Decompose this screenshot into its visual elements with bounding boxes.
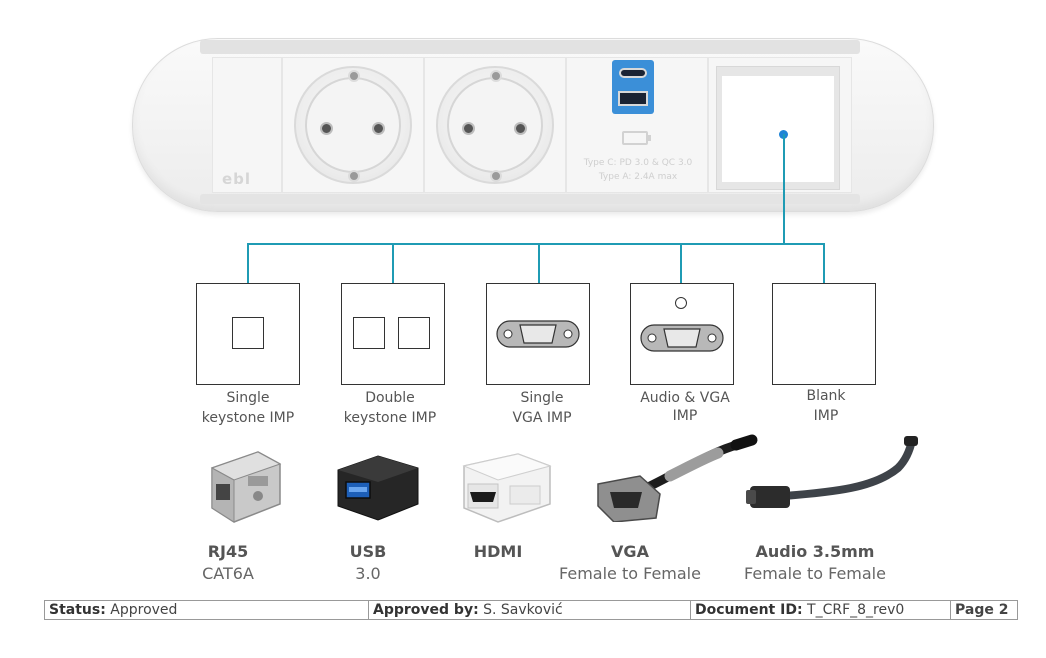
- strip-top-rail: [200, 40, 860, 54]
- footer-approved: Approved by: S. Savković: [369, 601, 691, 619]
- insert-label-2-line-2: keystone IMP: [343, 410, 437, 426]
- usb-spec-line-1: Type C: PD 3.0 & QC 3.0: [583, 158, 693, 168]
- strip-bottom-rail: [200, 194, 860, 204]
- insert-label-3-line-2: VGA IMP: [512, 410, 572, 426]
- audio-jack-hole-icon: [675, 297, 687, 309]
- product-sub-rj45: CAT6A: [202, 564, 254, 583]
- usb-a-port: [618, 91, 648, 106]
- socket-pin-left-1: [320, 122, 333, 135]
- audio-cable-icon: [746, 436, 918, 508]
- insert-label-1-line-1: Single: [226, 390, 270, 406]
- earth-clip-bottom-2: [490, 170, 502, 182]
- product-name-usb: USB: [349, 542, 387, 561]
- footer-approved-value: S. Savković: [483, 602, 563, 618]
- keystone-slot-right: [398, 317, 430, 349]
- insert-label-4-line-1: Audio & VGA: [640, 390, 730, 406]
- earth-clip-top-1: [348, 70, 360, 82]
- battery-icon-tip: [648, 135, 651, 141]
- insert-label-2-line-1: Double: [365, 390, 415, 406]
- footer-status-value: Approved: [110, 602, 178, 618]
- product-name-audio: Audio 3.5mm: [755, 542, 875, 561]
- hdmi-keystone-icon: [462, 453, 552, 523]
- socket-recess-1: [305, 77, 401, 173]
- product-sub-usb: 3.0: [355, 564, 381, 583]
- document-footer: Status: Approved Approved by: S. Savkovi…: [44, 600, 1018, 620]
- earth-clip-top-2: [490, 70, 502, 82]
- empty-insert-opening: [722, 76, 834, 182]
- connector-drop-2: [392, 243, 394, 283]
- insert-label-5-line-2: IMP: [813, 408, 839, 424]
- footer-page-number: Page 2: [955, 602, 1009, 618]
- usb-keystone-icon: [337, 455, 419, 521]
- insert-label-4-line-2: IMP: [672, 408, 698, 424]
- connector-line-horizontal: [247, 243, 825, 245]
- keystone-slot-left: [353, 317, 385, 349]
- product-name-hdmi: HDMI: [473, 542, 523, 561]
- socket-pin-right-1: [372, 122, 385, 135]
- insert-label-1-line-2: keystone IMP: [201, 410, 295, 426]
- insert-blank: [772, 283, 876, 385]
- strip-end-panel: [212, 57, 282, 193]
- keystone-slot: [232, 317, 264, 349]
- rj45-keystone-icon: [210, 451, 282, 523]
- brand-logo: ebl: [222, 170, 252, 188]
- product-name-vga: VGA: [611, 542, 649, 561]
- footer-document-id: Document ID: T_CRF_8_rev0: [691, 601, 951, 619]
- connector-drop-1: [247, 243, 249, 283]
- insert-label-3-line-1: Single: [520, 390, 564, 406]
- insert-double-keystone: [341, 283, 445, 385]
- product-name-rj45: RJ45: [207, 542, 249, 561]
- battery-icon: [622, 131, 648, 145]
- usb-spec-line-2: Type A: 2.4A max: [598, 172, 678, 182]
- vga-port-icon: [640, 324, 724, 352]
- usb-c-port: [619, 68, 647, 78]
- socket-pin-right-2: [514, 122, 527, 135]
- insert-single-keystone: [196, 283, 300, 385]
- earth-clip-bottom-1: [348, 170, 360, 182]
- vga-port-icon: [496, 320, 580, 348]
- insert-label-5-line-1: Blank: [806, 388, 846, 404]
- footer-status-label: Status:: [49, 602, 106, 618]
- footer-approved-label: Approved by:: [373, 602, 479, 618]
- connector-drop-4: [680, 243, 682, 283]
- connector-drop-3: [538, 243, 540, 283]
- footer-doc-value: T_CRF_8_rev0: [807, 602, 905, 618]
- product-sub-vga: Female to Female: [559, 564, 701, 583]
- connector-drop-5: [823, 243, 825, 283]
- connector-line-vertical-main: [783, 134, 785, 244]
- footer-status: Status: Approved: [45, 601, 369, 619]
- product-sub-audio: Female to Female: [744, 564, 886, 583]
- socket-recess-2: [447, 77, 543, 173]
- socket-pin-left-2: [462, 122, 475, 135]
- footer-doc-label: Document ID:: [695, 602, 803, 618]
- vga-cable-icon: [597, 434, 758, 522]
